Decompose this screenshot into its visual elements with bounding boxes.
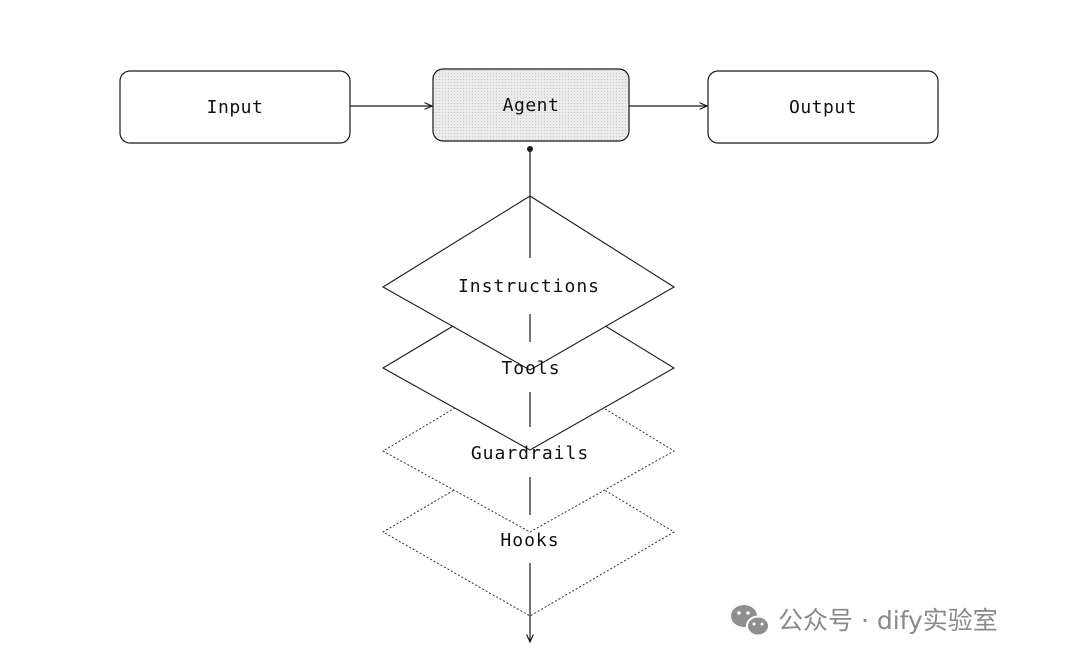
instructions-label: Instructions (458, 276, 600, 297)
input-box (119, 70, 351, 144)
watermark-text: 公众号 · dify实验室 (778, 606, 998, 635)
input-label: Input (207, 97, 264, 118)
instructions-diamond (381, 195, 676, 371)
output-box (707, 70, 939, 144)
agent-node: Agent (432, 68, 630, 142)
output-label: Output (789, 97, 857, 118)
guardrails-label: Guardrails (471, 443, 589, 464)
layer-instructions (381, 195, 676, 371)
tools-label: Tools (501, 358, 560, 379)
agent-box (432, 68, 630, 142)
output-node: Output (707, 70, 939, 144)
wechat-icon (731, 605, 770, 637)
watermark: 公众号 · dify实验室 (731, 605, 998, 637)
input-node: Input (119, 70, 351, 144)
hooks-label: Hooks (500, 530, 559, 551)
agent-label: Agent (503, 95, 560, 116)
